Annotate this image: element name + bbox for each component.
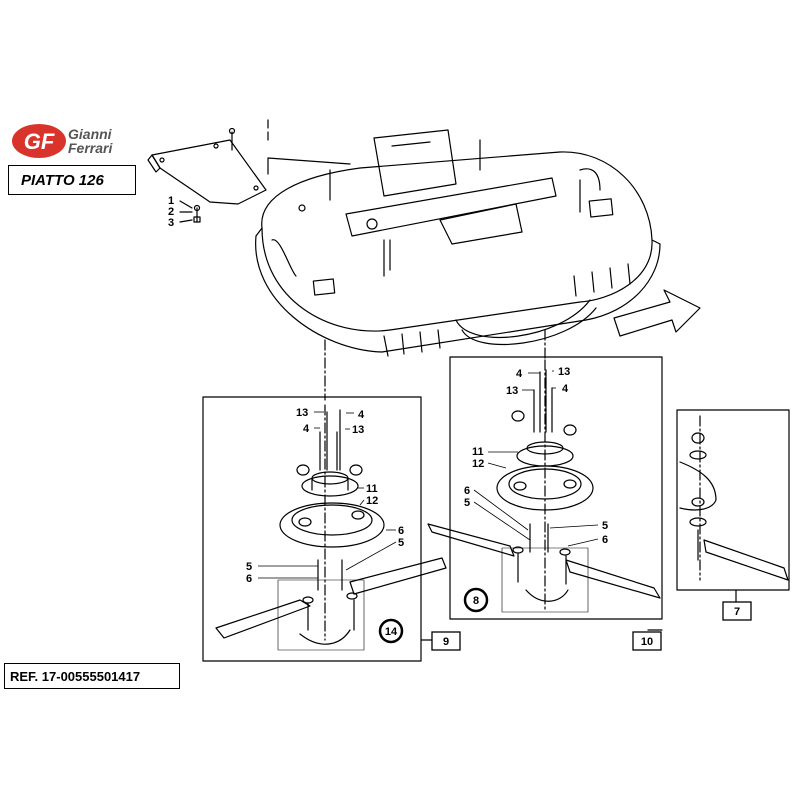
- callout-mid-4a: 4: [516, 368, 523, 380]
- callout-mid-12: 12: [472, 458, 484, 470]
- cover-plate: [147, 127, 267, 223]
- callout-1: 1: [168, 195, 174, 207]
- callout-3: 3: [168, 217, 174, 229]
- panel-tag-7-box: [722, 601, 752, 621]
- panel-tag-9: 9: [443, 636, 449, 648]
- panel-tag-10: 10: [641, 636, 653, 648]
- panel-left-frame: [202, 396, 422, 662]
- circle-tag-8: 8: [473, 595, 479, 607]
- callout-mid-11: 11: [472, 446, 484, 458]
- callout-left-11: 11: [366, 483, 378, 495]
- right-spindle-assembly: [679, 415, 789, 581]
- callout-left-6b: 6: [246, 573, 252, 585]
- brand-name-line2: Ferrari: [68, 140, 113, 156]
- panel-middle-frame: [449, 356, 663, 620]
- left-spindle-assembly: [215, 404, 447, 651]
- callout-mid-13a: 13: [558, 366, 570, 378]
- callout-mid-5a: 5: [464, 497, 470, 509]
- mower-deck: [255, 129, 661, 357]
- direction-arrow-icon: [613, 289, 701, 337]
- callout-mid-4b: 4: [562, 383, 569, 395]
- reference-box: REF. 17-00555501417: [4, 663, 180, 689]
- panel-right-frame: [676, 409, 790, 591]
- assembly-arrow-line: [267, 157, 351, 175]
- circle-tag-14-outline: [378, 618, 404, 644]
- panel-tag-9-box: [431, 631, 461, 651]
- callout-left-4b: 4: [303, 423, 310, 435]
- callout-left-12: 12: [366, 495, 378, 507]
- callout-left-13a: 13: [296, 407, 308, 419]
- circle-tag-8-outline: [463, 587, 489, 613]
- callout-left-5b: 5: [246, 561, 252, 573]
- callout-2: 2: [168, 206, 174, 218]
- callout-mid-6b: 6: [602, 534, 608, 546]
- callout-mid-5b: 5: [602, 520, 608, 532]
- gianni-ferrari-logo-icon: GF: [12, 124, 66, 158]
- callout-left-4a: 4: [358, 409, 365, 421]
- callout-left-5a: 5: [398, 537, 404, 549]
- callout-left-13b: 13: [352, 424, 364, 436]
- callout-left-6a: 6: [398, 525, 404, 537]
- panel-tag-7: 7: [734, 606, 740, 618]
- callout-mid-13b: 13: [506, 385, 518, 397]
- callout-mid-6a: 6: [464, 485, 470, 497]
- logo-letters: GF: [24, 129, 55, 154]
- circle-tag-14: 14: [385, 626, 398, 638]
- panel-tag-10-box: [632, 631, 662, 651]
- middle-spindle-assembly: [427, 359, 661, 613]
- title-box: PIATTO 126: [8, 165, 136, 195]
- brand-name-line1: Gianni: [68, 126, 112, 142]
